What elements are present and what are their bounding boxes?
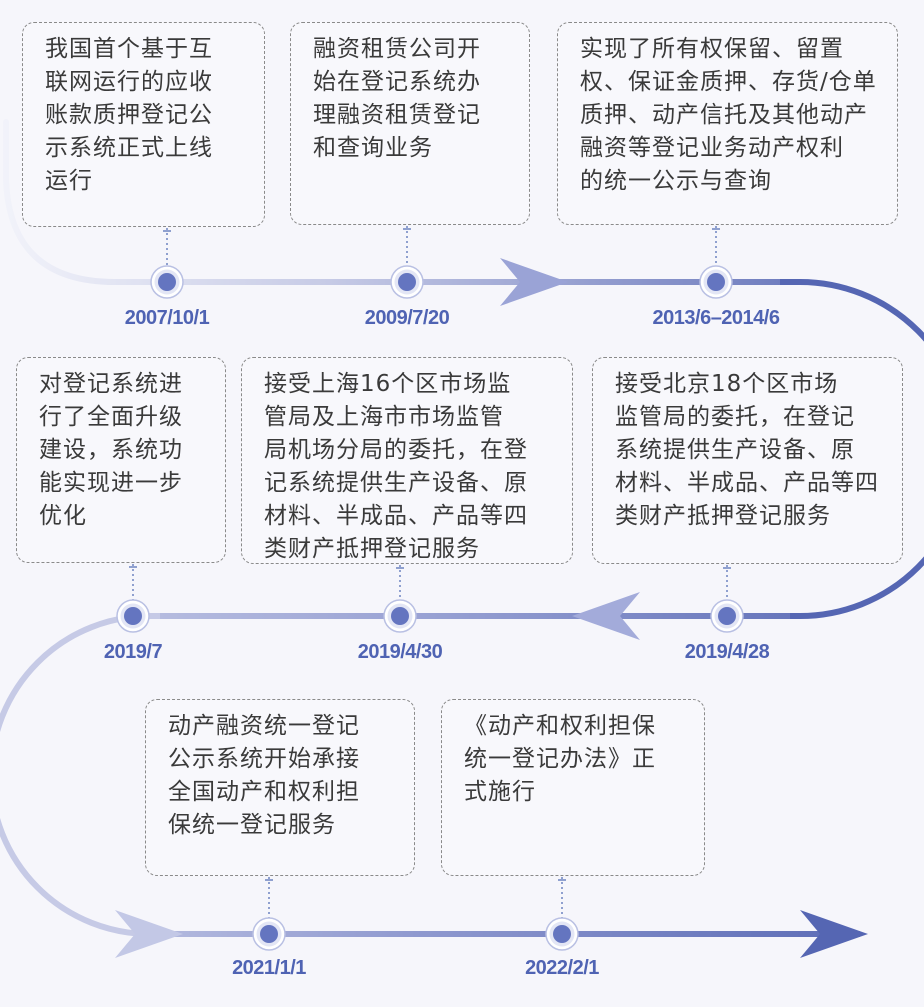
event-box: 接受上海16个区市场监 管局及上海市市场监管 局机场分局的委托，在登 记系统提供… bbox=[241, 357, 573, 564]
timeline-node-dot bbox=[391, 607, 409, 625]
event-box: 对登记系统进 行了全面升级 建设，系统功 能实现进一步 优化 bbox=[16, 357, 226, 563]
timeline-node-dot bbox=[398, 273, 416, 291]
timeline-track-right-turn bbox=[760, 279, 924, 619]
event-date: 2007/10/1 bbox=[124, 307, 210, 329]
event-date: 2009/7/20 bbox=[364, 307, 450, 329]
event-date: 2013/6–2014/6 bbox=[652, 307, 780, 329]
timeline-node-dot bbox=[707, 273, 725, 291]
arrowhead-end-icon bbox=[800, 910, 868, 958]
timeline-node-dot bbox=[158, 273, 176, 291]
timeline-node-dot bbox=[260, 925, 278, 943]
event-date: 2019/4/30 bbox=[357, 641, 443, 663]
event-box: 动产融资统一登记 公示系统开始承接 全国动产和权利担 保统一登记服务 bbox=[145, 699, 415, 876]
arrowhead-right-icon bbox=[500, 258, 568, 306]
event-date: 2022/2/1 bbox=[525, 957, 599, 979]
event-box: 接受北京18个区市场 监管局的委托，在登记 系统提供生产设备、原 材料、半成品、… bbox=[592, 357, 903, 564]
event-box: 融资租赁公司开 始在登记系统办 理融资租赁登记 和查询业务 bbox=[290, 22, 530, 225]
timeline-track-row1 bbox=[3, 119, 803, 285]
event-date: 2019/4/28 bbox=[684, 641, 770, 663]
event-box: 实现了所有权保留、留置 权、保证金质押、存货/仓单 质押、动产信托及其他动产 融… bbox=[557, 22, 898, 225]
arrowhead-right-icon bbox=[115, 910, 183, 958]
event-box: 《动产和权利担保 统一登记办法》正 式施行 bbox=[441, 699, 705, 876]
event-date: 2021/1/1 bbox=[232, 957, 306, 979]
timeline-track-left-turn bbox=[0, 613, 170, 937]
timeline-node-dot bbox=[124, 607, 142, 625]
arrowhead-left-icon bbox=[572, 592, 640, 640]
event-box: 我国首个基于互 联网运行的应收 账款质押登记公 示系统正式上线 运行 bbox=[22, 22, 265, 227]
timeline-node-dot bbox=[718, 607, 736, 625]
event-date: 2019/7 bbox=[103, 641, 163, 663]
timeline-node-dot bbox=[553, 925, 571, 943]
